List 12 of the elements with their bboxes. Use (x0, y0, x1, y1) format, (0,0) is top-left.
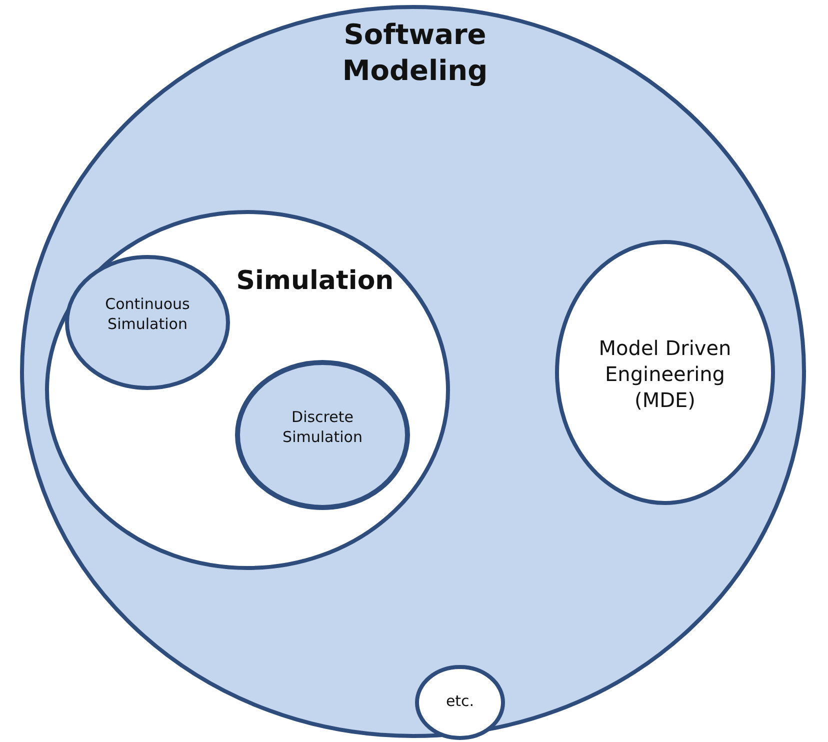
category-label: Discrete Simulation (282, 408, 364, 447)
category-ellipse (45, 210, 450, 570)
category-ellipse (20, 5, 806, 738)
category-ellipse (65, 255, 230, 390)
category-label: Continuous Simulation (104, 295, 191, 334)
category-ellipse (555, 240, 775, 505)
category-label: Model Driven Engineering (MDE) (598, 335, 732, 413)
category-ellipse (235, 360, 410, 510)
category-label: etc. (444, 692, 476, 712)
category-label: Software Modeling (341, 17, 489, 90)
category-label: Simulation (235, 265, 395, 298)
category-ellipse (415, 665, 505, 740)
